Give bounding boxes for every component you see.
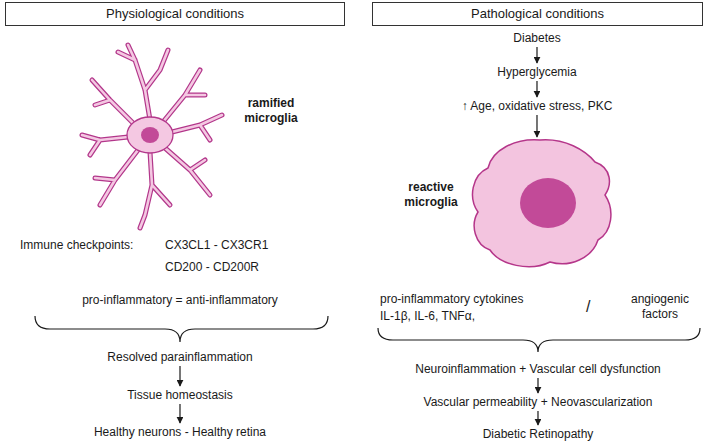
condition-header: Physiological conditions [5, 2, 345, 26]
left-brace [35, 316, 328, 342]
node-text: Resolved parainflammation [107, 350, 252, 364]
flow-step: Vascular permeability + Neovascularizati… [420, 394, 657, 410]
node-text: Diabetes [513, 31, 560, 45]
flow-step: Neuroinflammation + Vascular cell dysfun… [411, 361, 665, 377]
annotation-text: pro-inflammatory = anti-inflammatory [82, 293, 278, 308]
flow-arrow [536, 47, 537, 63]
flow-arrow [179, 366, 180, 386]
reactive-microglia-cell [473, 140, 611, 267]
node-text: Neuroinflammation + Vascular cell dysfun… [415, 362, 661, 376]
flow-arrow [537, 378, 538, 393]
flow-step: Resolved parainflammation [103, 349, 256, 365]
node-text: Healthy neurons - Healthy retina [94, 425, 266, 439]
annotation-text: CD200 - CD200R [165, 260, 259, 275]
cell-label: reactive microglia [398, 180, 464, 210]
cell-label: ramified microglia [235, 96, 307, 126]
flow-step: Diabetic Retinopathy [479, 426, 598, 442]
flow-arrow [537, 411, 538, 425]
node-text: Vascular permeability + Neovascularizati… [424, 395, 653, 409]
annotation-text: IL-1β, IL-6, TNFα, [380, 309, 475, 324]
node-text: Tissue homeostasis [127, 388, 233, 402]
annotation-text: CX3CL1 - CX3CR1 [165, 238, 268, 253]
condition-header: Pathological conditions [372, 2, 703, 26]
flow-arrow [179, 404, 180, 423]
flow-step: Diabetes [509, 30, 564, 46]
flow-arrow [536, 115, 537, 137]
node-text: ↑ Age, oxidative stress, PKC [462, 99, 613, 113]
flow-step: Tissue homeostasis [123, 387, 237, 403]
flow-step: ↑ Age, oxidative stress, PKC [458, 98, 617, 114]
annotation-text: pro-inflammatory cytokines [380, 292, 523, 307]
node-text: Hyperglycemia [497, 65, 576, 79]
ramified-microglia-cell [82, 45, 222, 228]
flow-step: Hyperglycemia [493, 64, 580, 80]
annotation-text: angiogenic factors [620, 292, 700, 322]
microglia-node: reactive microglia [396, 138, 615, 270]
node-text: Pathological conditions [471, 7, 604, 21]
annotation-text: / [586, 299, 590, 314]
node-text: Diabetic Retinopathy [483, 427, 594, 441]
node-text: Physiological conditions [106, 7, 244, 21]
flow-step: Healthy neurons - Healthy retina [90, 424, 270, 440]
microglia-node: ramified microglia [78, 38, 310, 234]
right-brace [378, 328, 700, 352]
flow-arrow [536, 81, 537, 97]
annotation-text: Immune checkpoints: [20, 238, 133, 253]
